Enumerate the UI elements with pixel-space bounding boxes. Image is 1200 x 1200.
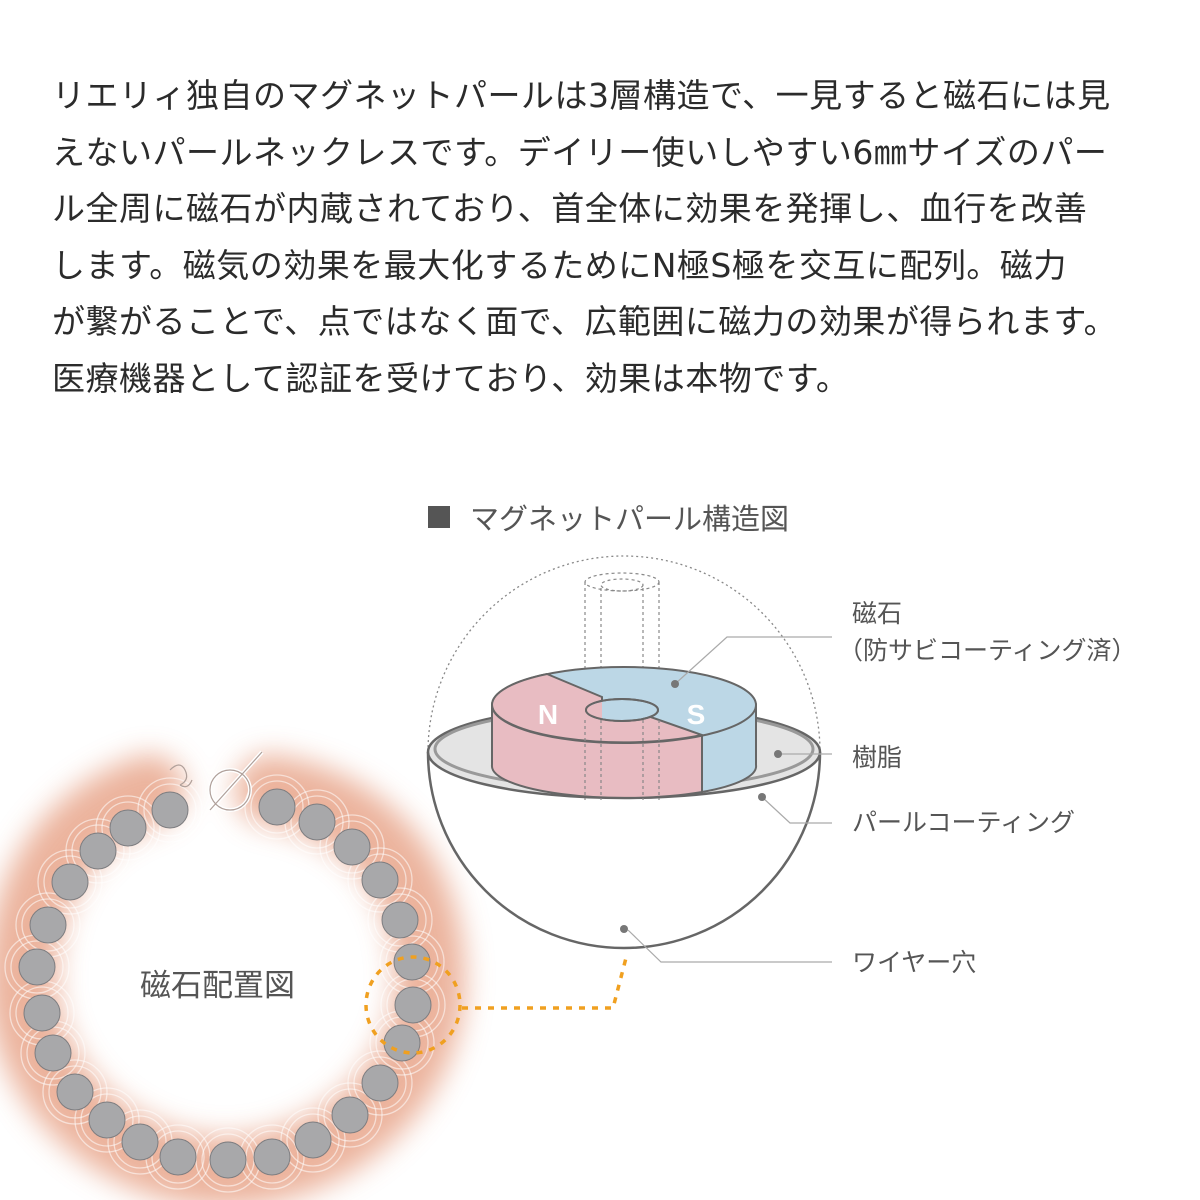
intro-paragraph: リエリィ独自のマグネットパールは3層構造で、一見すると磁石には見 えないパールネ… [52,68,1162,407]
label-wire-hole: ワイヤー穴 [852,948,977,977]
magnet-beads [4,774,446,1193]
label-pearl-coating: パールコーティング [852,808,1076,837]
south-pole-label: S [687,699,706,730]
structure-diagram-title: マグネットパール構造図 [428,496,789,538]
intro-line: します。磁気の効果を最大化するためにN極S極を交互に配列。磁力 [52,245,1067,285]
intro-line: リエリィ独自のマグネットパールは3層構造で、一見すると磁石には見 [52,76,1111,115]
intro-line: えないパールネックレスです。デイリー使いしやすい6㎜サイズのパー [52,132,1108,172]
square-bullet-icon [428,506,450,528]
intro-line: が繋がることで、点ではなく面で、広範囲に磁力の効果が得られます。 [52,302,1118,341]
label-resin: 樹脂 [852,743,903,772]
arrangement-diagram-title: 磁石配置図 [140,968,295,1004]
magnet-arrangement-ring [0,750,466,1200]
label-magnet: 磁石 [852,599,903,628]
highlight-connector [364,955,628,1055]
intro-line: 医療機器として認証を受けており、効果は本物です。 [52,358,850,398]
north-pole-label: N [538,699,558,730]
intro-line: ル全周に磁石が内蔵されており、首全体に効果を発揮し、血行を改善 [52,189,1088,228]
label-magnet-note: （防サビコーティング済） [838,636,1137,665]
pearl-structure: N S [426,555,832,963]
structure-diagram-title-text: マグネットパール構造図 [470,502,790,536]
